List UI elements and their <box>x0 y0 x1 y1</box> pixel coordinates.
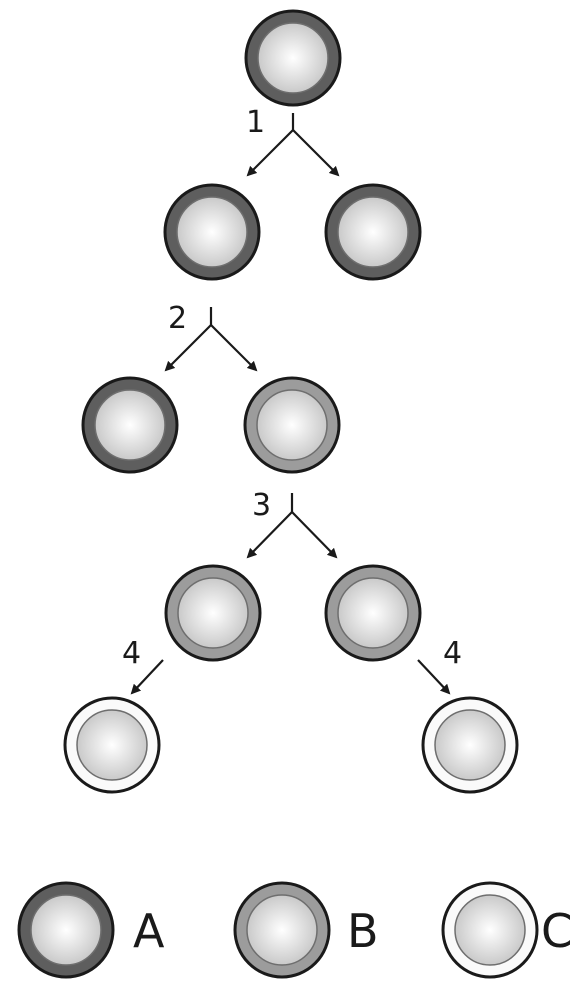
cell-type-c <box>421 696 519 794</box>
step-label-4-left: 4 <box>122 636 141 671</box>
cell-core <box>454 894 526 966</box>
cell-generation-2 <box>81 376 341 474</box>
division-2-connector <box>164 307 258 372</box>
legend-label-c: C <box>541 904 570 958</box>
division-3-connector <box>246 493 338 559</box>
cell-type-b <box>324 564 422 662</box>
step-label-4-right: 4 <box>443 636 462 671</box>
legend: A B C <box>17 881 570 979</box>
cell-generation-3 <box>164 564 422 662</box>
step-label-1: 1 <box>246 105 265 140</box>
cell-type-a <box>81 376 179 474</box>
division-1-connector <box>246 113 340 177</box>
cell-core <box>434 709 506 781</box>
cell-core <box>337 577 409 649</box>
legend-item-a: A <box>17 881 165 979</box>
cell-core <box>256 389 328 461</box>
cell-type-c <box>63 696 161 794</box>
legend-swatch-a <box>17 881 115 979</box>
step-label-3: 3 <box>252 488 271 523</box>
cell-generation-4 <box>63 696 519 794</box>
differentiation-arrows <box>130 659 451 695</box>
cell-core <box>30 894 102 966</box>
cell-type-a <box>324 183 422 281</box>
legend-swatch-c <box>441 881 539 979</box>
cell-core <box>246 894 318 966</box>
cell-core <box>76 709 148 781</box>
step-label-2: 2 <box>168 301 187 336</box>
cell-core <box>94 389 166 461</box>
legend-item-c: C <box>441 881 570 979</box>
legend-label-b: B <box>347 904 379 958</box>
legend-label-a: A <box>133 904 165 958</box>
cell-core <box>257 22 329 94</box>
cell-core <box>337 196 409 268</box>
cell-generation-0 <box>244 9 342 107</box>
cell-core <box>176 196 248 268</box>
cell-type-a <box>163 183 261 281</box>
cell-type-b <box>164 564 262 662</box>
differentiation-arrow-right <box>417 659 451 695</box>
differentiation-arrow-left <box>130 659 164 695</box>
cell-generation-1 <box>163 183 422 281</box>
legend-item-b: B <box>233 881 379 979</box>
cell-core <box>177 577 249 649</box>
cell-type-a <box>244 9 342 107</box>
legend-swatch-b <box>233 881 331 979</box>
cell-type-b <box>243 376 341 474</box>
